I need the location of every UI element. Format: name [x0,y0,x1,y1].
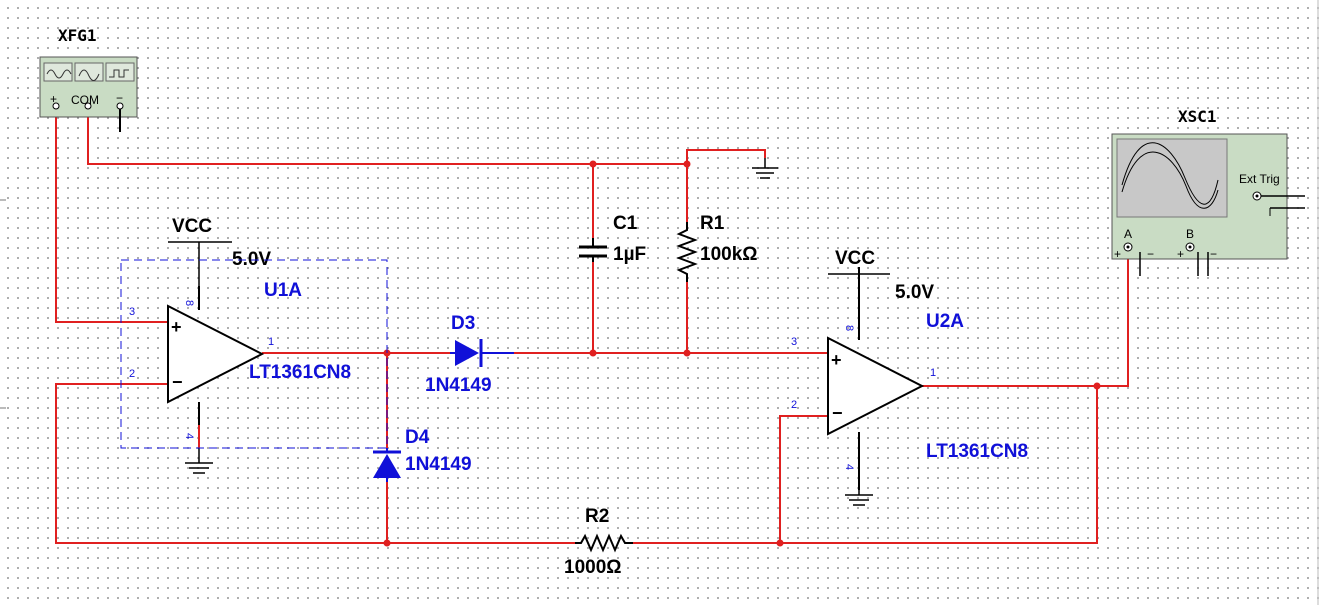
channel-a-label: A [1124,227,1132,241]
fg-plus-label: + [50,92,57,106]
d4-ref: D4 [405,427,430,448]
junction-dot [589,349,597,357]
r2-ref: R2 [585,506,609,527]
capacitor-c1[interactable]: C1 1µF [579,213,646,265]
svg-text:2: 2 [129,368,135,380]
d4-part: 1N4149 [405,454,472,475]
u2-part: LT1361CN8 [926,441,1028,462]
u1-part: LT1361CN8 [249,362,351,383]
triangle-wave-icon[interactable] [74,62,104,82]
junction-dot [1093,382,1101,390]
channel-b-label: B [1186,227,1194,241]
ground-icon [845,490,873,506]
junction-dot [683,160,691,168]
svg-text:8: 8 [183,300,195,306]
diode-d3[interactable]: D3 1N4149 [425,313,514,396]
svg-text:+: + [831,350,842,370]
vcc1-name: VCC [172,216,212,237]
vcc2-voltage: 5.0V [895,282,934,303]
wire-u2-out[interactable] [922,250,1129,387]
svg-text:8: 8 [843,325,855,331]
wire-r2-right[interactable] [633,386,1098,544]
fg-ref: XFG1 [58,26,97,45]
svg-text:+: + [171,317,182,337]
ext-trig-label: Ext Trig [1239,172,1280,186]
wire-ground-top[interactable] [686,149,766,164]
wire-fg-plus[interactable] [55,111,168,323]
function-generator[interactable]: XFG1 + COM − [39,26,138,132]
svg-text:−: − [1147,247,1154,261]
r1-value: 100kΩ [700,244,758,265]
scope-ref: XSC1 [1178,107,1217,126]
wire-fg-com[interactable] [87,111,687,165]
u2-ref: U2A [926,311,964,332]
junction-dot [383,539,391,547]
oscilloscope[interactable]: XSC1 Ext Trig A B + − + − [1111,107,1305,276]
ground-icon [185,448,213,474]
d3-part: 1N4149 [425,375,492,396]
svg-text:3: 3 [129,306,135,318]
fg-com-label: COM [71,93,99,107]
vcc-supply-1[interactable]: VCC 5.0V [168,216,271,286]
r1-ref: R1 [700,213,725,234]
svg-text:1: 1 [268,336,274,348]
diode-d4[interactable]: D4 1N4149 [373,427,472,482]
svg-text:+: + [1114,247,1121,261]
svg-text:+: + [1177,247,1184,261]
wires [55,111,1129,544]
svg-text:1: 1 [930,367,936,379]
wire-feedback-u1[interactable] [55,383,575,544]
opamp-u1a[interactable]: + − 3 2 1 8 4 U1A LT1361CN8 [120,259,388,449]
opamp-u2a[interactable]: + − 3 2 1 8 4 U2A LT1361CN8 [791,311,1028,470]
square-wave-icon[interactable] [105,62,135,82]
svg-text:−: − [832,403,843,423]
junction-dot [589,160,597,168]
sine-wave-icon[interactable] [43,62,73,82]
d3-ref: D3 [451,313,475,334]
svg-text:−: − [1210,247,1217,261]
svg-text:4: 4 [183,433,195,439]
c1-value: 1µF [613,244,646,265]
vcc-supply-2[interactable]: VCC 5.0V [828,248,934,303]
svg-text:−: − [172,372,183,392]
c1-ref: C1 [613,213,638,234]
r2-value: 1000Ω [564,557,622,578]
scope-screen [1116,138,1228,218]
resistor-r2[interactable]: R2 1000Ω [564,506,633,578]
fg-minus-label: − [116,91,123,105]
resistor-r1[interactable]: R1 100kΩ [676,213,758,282]
svg-text:2: 2 [791,399,797,411]
svg-text:4: 4 [843,464,855,470]
u1-ref: U1A [264,280,302,301]
ground-icon [752,158,778,179]
wire-u2-minus[interactable] [779,415,828,543]
vcc2-name: VCC [835,248,875,269]
junction-dot [776,539,784,547]
svg-text:3: 3 [791,336,797,348]
junction-dot [683,349,691,357]
